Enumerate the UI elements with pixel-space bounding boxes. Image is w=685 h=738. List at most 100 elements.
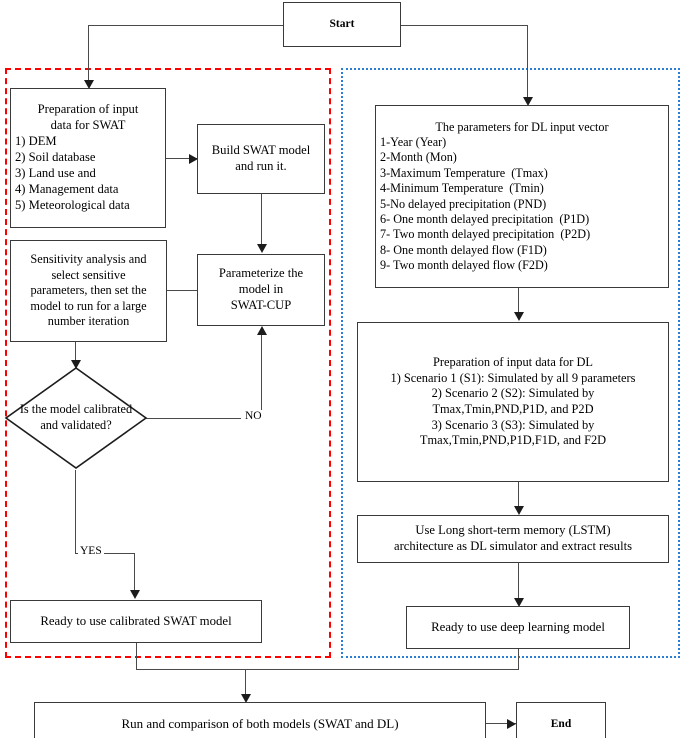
arrow-comparison-to-end [507,718,516,729]
sensitivity-line-1: Sensitivity analysis and [30,252,147,267]
arrow-sensitivity-to-decision [70,360,81,369]
ready-swat-line-1: Ready to use calibrated SWAT model [40,614,232,629]
dl-params-line-6: 5-No delayed precipitation (PND) [380,196,547,211]
edge-start-right-vertical [527,25,529,99]
dl-prep-line-5: 3) Scenario 3 (S3): Simulated by [431,417,595,432]
swat-input-line-6: 4) Management data [15,181,119,196]
edge-no-horizontal [146,418,241,420]
edge-sensitivity-to-decision [75,342,77,364]
dl-prep-line-6: Tmax,Tmin,PND,P1D,F1D, and F2D [419,433,607,448]
node-end-label: End [550,717,572,730]
dl-prep-line-4: Tmax,Tmin,PND,P1D, and P2D [432,402,594,416]
node-build-swat-model[interactable]: Build SWAT model and run it. [197,124,325,194]
dl-params-line-1: The parameters for DL input vector [435,119,609,134]
ready-dl-line-1: Ready to use deep learning model [431,620,605,635]
edge-ready-dl-down [518,649,520,670]
swat-input-line-5: 3) Land use and [15,165,96,180]
dl-params-line-9: 8- One month delayed flow (F1D) [380,242,547,257]
edge-start-left-vertical [88,25,90,82]
parameterize-line-1: Parameterize the [218,266,304,281]
node-dl-params-lines: The parameters for DL input vector 1-Yea… [376,120,668,274]
edge-merge-horizontal [136,669,519,671]
swat-input-line-2: data for SWAT [50,118,126,133]
node-start-label: Start [329,18,355,31]
edge-start-right-horizontal [400,25,528,27]
arrow-yes-to-ready-swat [129,590,140,599]
node-dl-prep-lines: Preparation of input data for DL 1) Scen… [358,355,668,449]
node-parameterize-swatcup[interactable]: Parameterize the model in SWAT-CUP [197,254,325,326]
arrow-merge-to-comparison [240,694,251,703]
edge-comparison-to-end [486,723,516,725]
arrow-swat-input-to-build [189,153,198,164]
node-lstm-lines: Use Long short-term memory (LSTM) archit… [358,523,668,555]
node-dl-input-parameters[interactable]: The parameters for DL input vector 1-Yea… [375,105,669,288]
parameterize-line-3: SWAT-CUP [230,297,292,312]
node-parameterize-lines: Parameterize the model in SWAT-CUP [198,266,324,314]
arrow-dl-params-to-prep [513,312,524,321]
sensitivity-line-2: select sensitive [51,267,126,282]
node-swat-input-preparation[interactable]: Preparation of input data for SWAT 1) DE… [10,88,166,228]
swat-input-line-3: 1) DEM [15,134,57,149]
dl-params-line-4: 3-Maximum Temperature (Tmax) [380,165,548,180]
dl-prep-line-3: 2) Scenario 2 (S2): Simulated by [431,386,595,401]
dl-params-line-8: 7- Two month delayed precipitation (P2D) [380,227,591,242]
node-ready-dl-model[interactable]: Ready to use deep learning model [406,606,630,649]
node-sensitivity-lines: Sensitivity analysis and select sensitiv… [11,252,166,329]
node-ready-dl-lines: Ready to use deep learning model [407,619,629,635]
node-start-lines: Start [284,17,400,31]
node-end[interactable]: End [516,702,606,738]
node-end-lines: End [517,717,605,731]
build-swat-line-2: and run it. [235,159,287,173]
edge-swat-input-to-build [166,158,198,160]
dl-params-line-2: 1-Year (Year) [380,135,447,149]
node-sensitivity-analysis[interactable]: Sensitivity analysis and select sensitiv… [10,240,167,342]
edge-build-to-parameterize [261,194,263,246]
edge-label-yes: YES [78,545,104,557]
node-dl-input-preparation[interactable]: Preparation of input data for DL 1) Scen… [357,322,669,482]
arrow-build-to-parameterize [256,244,267,253]
node-run-comparison[interactable]: Run and comparison of both models (SWAT … [34,702,486,738]
edge-lstm-to-ready-dl [518,563,520,601]
arrow-no-to-parameterize [256,326,267,335]
node-ready-swat-lines: Ready to use calibrated SWAT model [11,613,261,629]
node-start[interactable]: Start [283,2,401,47]
dl-params-line-7: 6- One month delayed precipitation (P1D) [380,211,590,226]
edge-dl-prep-to-lstm [518,482,520,509]
node-comparison-lines: Run and comparison of both models (SWAT … [35,716,485,732]
arrow-start-to-dl-params [522,97,533,106]
edge-parameterize-to-sensitivity [150,290,198,292]
arrow-dl-prep-to-lstm [513,506,524,515]
swat-input-line-1: Preparation of input [37,102,139,117]
edge-yes-vertical [75,470,77,554]
dl-params-line-5: 4-Minimum Temperature (Tmin) [380,181,544,196]
arrow-lstm-to-ready-dl [513,598,524,607]
edge-ready-swat-down [136,643,138,670]
dl-group-frame [341,68,680,658]
swat-input-line-4: 2) Soil database [15,150,96,165]
edge-label-no: NO [243,410,264,422]
edge-merge-to-comparison [245,669,247,697]
edge-yes-horizontal [75,553,135,555]
node-ready-swat-model[interactable]: Ready to use calibrated SWAT model [10,600,262,643]
dl-params-line-10: 9- Two month delayed flow (F2D) [380,258,548,272]
parameterize-line-2: model in [238,282,284,297]
dl-prep-line-2: 1) Scenario 1 (S1): Simulated by all 9 p… [390,370,636,385]
node-decision-calibrated[interactable]: Is the model calibrated and validated? [4,366,148,470]
decision-diamond-shape [4,367,148,469]
edge-start-left-horizontal [88,25,284,27]
sensitivity-line-5: number iteration [47,314,130,329]
lstm-line-1: Use Long short-term memory (LSTM) [415,523,611,538]
arrow-start-to-swat-input [83,80,94,89]
lstm-line-2: architecture as DL simulator and extract… [393,539,633,553]
sensitivity-line-4: model to run for a large [30,298,147,313]
sensitivity-line-3: parameters, then set the [30,283,147,298]
comparison-line-1: Run and comparison of both models (SWAT … [121,715,399,731]
edge-yes-vertical-2 [134,553,136,592]
swat-input-line-7: 5) Meteorological data [15,197,130,212]
build-swat-line-1: Build SWAT model [211,143,311,158]
node-swat-input-lines: Preparation of input data for SWAT 1) DE… [11,102,165,213]
edge-dl-params-to-prep [518,288,520,314]
edge-no-vertical [261,334,263,418]
node-lstm-architecture[interactable]: Use Long short-term memory (LSTM) archit… [357,515,669,563]
